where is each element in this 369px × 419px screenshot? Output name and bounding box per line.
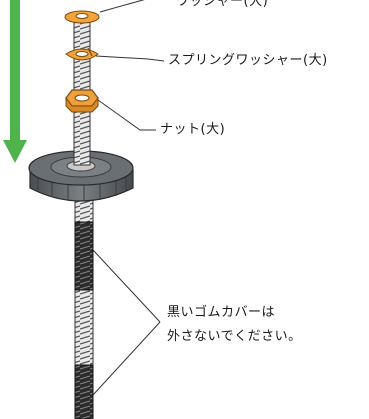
rubber-cover-note-line1: 黒いゴムカバーは xyxy=(167,305,276,320)
rubber-cover-note-line2: 外さないでください。 xyxy=(167,329,302,344)
knob xyxy=(28,150,134,202)
washer xyxy=(64,10,100,24)
down-arrow-icon xyxy=(3,0,27,163)
nut xyxy=(65,89,99,113)
rubber-cover-lower xyxy=(74,364,94,419)
spring-washer-label: スプリングワッシャー(大) xyxy=(168,53,328,68)
leader-lines xyxy=(92,0,165,396)
nut-label: ナット(大) xyxy=(160,122,226,137)
spring-washer xyxy=(65,47,99,61)
washer-label: ワッシャー(大) xyxy=(176,0,269,9)
rubber-cover-upper xyxy=(74,221,94,291)
